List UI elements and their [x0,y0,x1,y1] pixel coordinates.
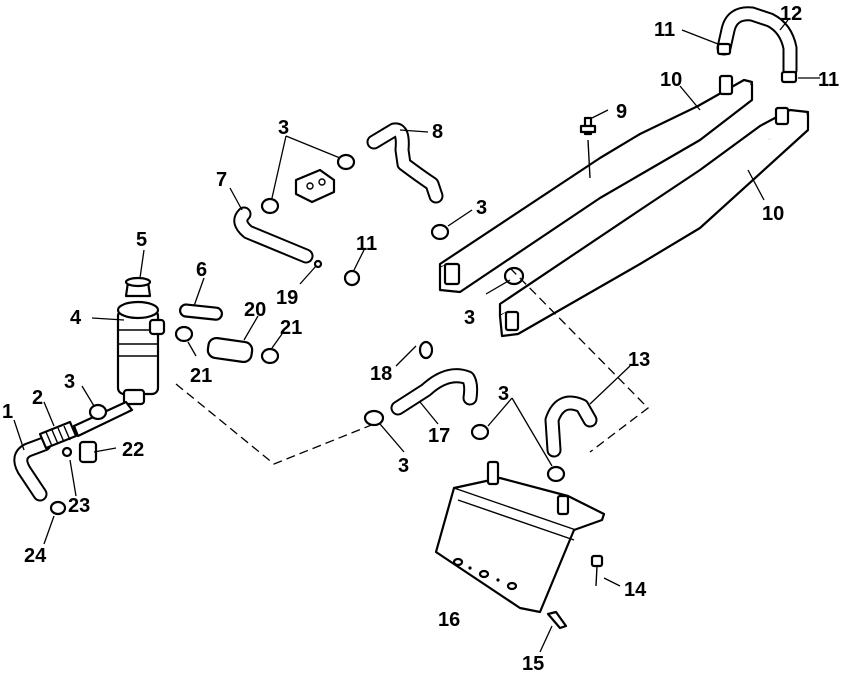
screw-9 [579,116,597,179]
callout-3: 3 [64,371,75,393]
hose-20 [206,336,254,364]
hose-17 [390,368,479,416]
heat-exchanger-upper [438,74,754,294]
callout-21: 21 [280,317,302,339]
callout-3: 3 [498,383,509,405]
callout-11: 11 [818,69,839,91]
callout-22: 22 [122,439,144,461]
leader-lines [13,19,820,653]
routing-line-right [509,267,649,453]
callout-3: 3 [476,197,487,219]
callout-1: 1 [2,401,13,423]
hose-13 [544,395,598,458]
callout-8: 8 [432,121,443,143]
callout-9: 9 [616,101,627,123]
callout-3: 3 [464,307,475,329]
hose-1 [13,436,52,502]
callout-6: 6 [196,259,207,281]
callout-15: 15 [522,653,544,673]
callout-16: 16 [438,609,460,631]
callout-14: 14 [624,579,647,601]
routing-line-left [175,383,375,465]
callout-19: 19 [276,287,298,309]
hose-7 [233,206,314,264]
fitting-tee [294,168,336,204]
callout-11: 11 [654,19,675,41]
callout-11: 11 [356,233,377,255]
hose-12 [716,6,798,84]
callout-3: 3 [278,117,289,139]
hose-2-corrugated [38,400,134,450]
callout-21: 21 [190,365,212,387]
callout-20: 20 [244,299,266,321]
coolant-reservoir [116,300,166,406]
callout-2: 2 [32,387,43,409]
reservoir-cap-5 [124,276,152,298]
bottom-cooler-16 [434,460,606,614]
callout-10: 10 [762,203,784,225]
screw-15 [546,610,568,630]
hose-8 [366,122,444,204]
callout-13: 13 [628,349,650,371]
callout-18: 18 [370,363,392,385]
callout-24: 24 [24,545,47,567]
callout-3: 3 [398,455,409,477]
hose-6 [178,303,224,321]
callout-12: 12 [780,3,802,25]
callout-4: 4 [70,307,82,329]
callout-labels: 1 2 3 4 5 6 7 3 8 3 9 10 10 11 12 11 11 … [2,3,839,673]
callout-10: 10 [660,69,682,91]
elbow-22 [78,440,98,464]
callout-7: 7 [216,169,227,191]
callout-5: 5 [136,229,147,251]
callout-17: 17 [428,425,450,447]
fastener-14 [590,554,604,587]
callout-23: 23 [68,495,90,517]
